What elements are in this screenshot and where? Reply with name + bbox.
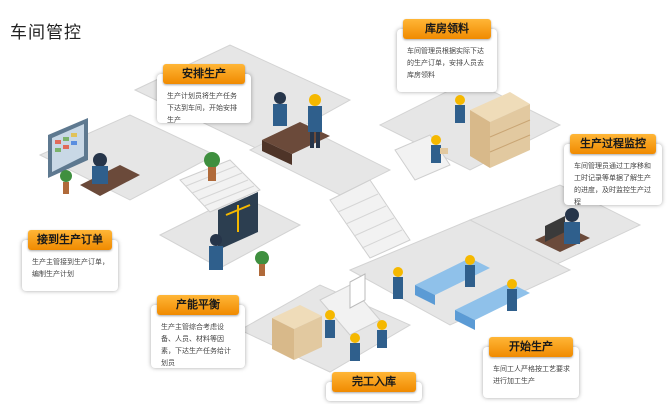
- monitor-wall: [48, 118, 140, 196]
- step-description: 生产主管综合考虑设备、人员、材料等因素，下达生产任务给计划员: [161, 323, 231, 367]
- warehouse-boxes: [431, 92, 531, 168]
- step-card-pingheng: 产能平衡 生产主管综合考虑设备、人员、材料等因素，下达生产任务给计划员: [151, 295, 245, 368]
- step-title: 开始生产: [489, 337, 573, 357]
- step-card-anpai: 安排生产 生产计划员将生产任务下达到车间，开始安排生产: [157, 64, 251, 124]
- step-card-kaishi: 开始生产 车间工人严格按工艺要求进行加工生产: [483, 337, 579, 398]
- step-description: 车间管理员通过工序移和工时记录等单据了解生产的进度，及时监控生产过程: [574, 162, 651, 206]
- step-title: 接到生产订单: [28, 230, 112, 250]
- step-title: 产能平衡: [157, 295, 239, 315]
- step-description: 车间管理员根据实际下达的生产订单，安排人员去库房领料: [407, 47, 484, 79]
- step-description: 生产主管接到生产订单，编制生产计划: [32, 258, 109, 278]
- production-line: [393, 255, 530, 330]
- step-card-kufang: 库房领料 车间管理员根据实际下达的生产订单，安排人员去库房领料: [397, 19, 497, 92]
- step-description: 车间工人严格按工艺要求进行加工生产: [493, 365, 570, 385]
- step-title: 安排生产: [163, 64, 245, 84]
- step-title: 完工入库: [332, 372, 416, 392]
- step-title: 库房领料: [403, 19, 491, 39]
- step-card-jiankong: 生产过程监控 车间管理员通过工序移和工时记录等单据了解生产的进度，及时监控生产过…: [564, 134, 662, 206]
- step-description: 生产计划员将生产任务下达到车间，开始安排生产: [167, 92, 237, 124]
- process-monitor-desk: [535, 208, 590, 252]
- page-title: 车间管控: [10, 23, 82, 43]
- step-title: 生产过程监控: [570, 134, 656, 154]
- step-card-jiedan: 接到生产订单 生产主管接到生产订单，编制生产计划: [22, 230, 118, 291]
- capacity-board: [209, 192, 269, 276]
- step-card-wangong: 完工入库: [326, 372, 422, 401]
- finished-goods-boxes: [272, 273, 387, 361]
- planning-desk: [204, 92, 330, 181]
